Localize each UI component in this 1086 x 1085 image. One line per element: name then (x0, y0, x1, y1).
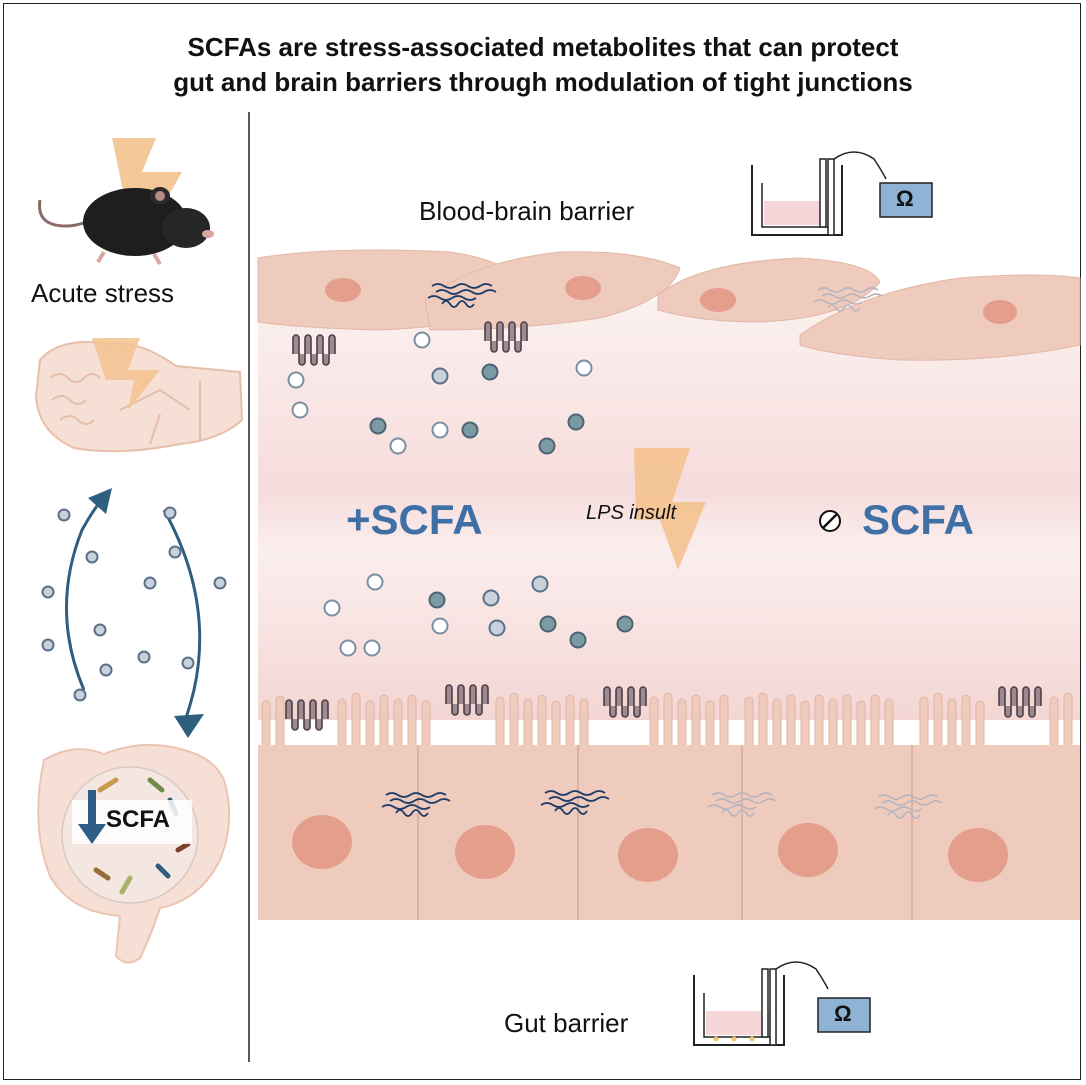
bbb-cell-1-nucleus (325, 278, 361, 302)
bbb-cell-2-nucleus (565, 276, 601, 300)
gut-cell-1-nucleus (292, 815, 352, 869)
figure-frame (3, 3, 1081, 1080)
gut-epithelial-layer (258, 684, 1080, 920)
brain-icon (34, 338, 244, 453)
circulation-arrows (65, 488, 204, 738)
bbb-ohmmeter-icon (879, 182, 933, 218)
gut-ohm-symbol: Ω (834, 1001, 852, 1026)
mouse-icon (38, 187, 214, 266)
brain-lightning-icon (92, 338, 160, 410)
stress-lightning-icon (112, 138, 182, 232)
lps-insult-label: LPS insult (586, 502, 677, 524)
null-symbol-icon (819, 510, 841, 532)
no-scfa-label: SCFA (862, 496, 975, 543)
gut-scfa-label: SCFA (106, 806, 171, 833)
plus-scfa-label: +SCFA (346, 496, 483, 543)
bbb-cell-4-nucleus (983, 300, 1017, 324)
acute-stress-label: Acute stress (31, 278, 175, 308)
gut-cell-2-nucleus (455, 825, 515, 879)
bbb-endothelial-layer (257, 249, 1081, 366)
bbb-label: Blood-brain barrier (419, 196, 635, 226)
gut-cell-4-nucleus (778, 823, 838, 877)
gut-barrier-label: Gut barrier (504, 1008, 629, 1038)
bbb-cell-3-nucleus (700, 288, 736, 312)
title-line-1: SCFAs are stress-associated metabolites … (187, 32, 899, 62)
title-line-2: gut and brain barriers through modulatio… (173, 67, 913, 97)
gut-cell-3-nucleus (618, 828, 678, 882)
gut-transwell-icon (693, 961, 829, 1046)
gut-ohmmeter-icon (817, 997, 871, 1033)
gut-cell-5-nucleus (948, 828, 1008, 882)
bbb-transwell-icon (751, 151, 887, 236)
intestine-icon (37, 743, 231, 964)
figure-title: SCFAs are stress-associated metabolites … (0, 30, 1086, 100)
bbb-cell-4 (799, 274, 1081, 361)
lps-lightning-icon (634, 448, 706, 570)
circulating-scfa (41, 506, 227, 702)
bbb-ohm-symbol: Ω (896, 186, 914, 211)
down-arrow-icon (78, 790, 106, 844)
